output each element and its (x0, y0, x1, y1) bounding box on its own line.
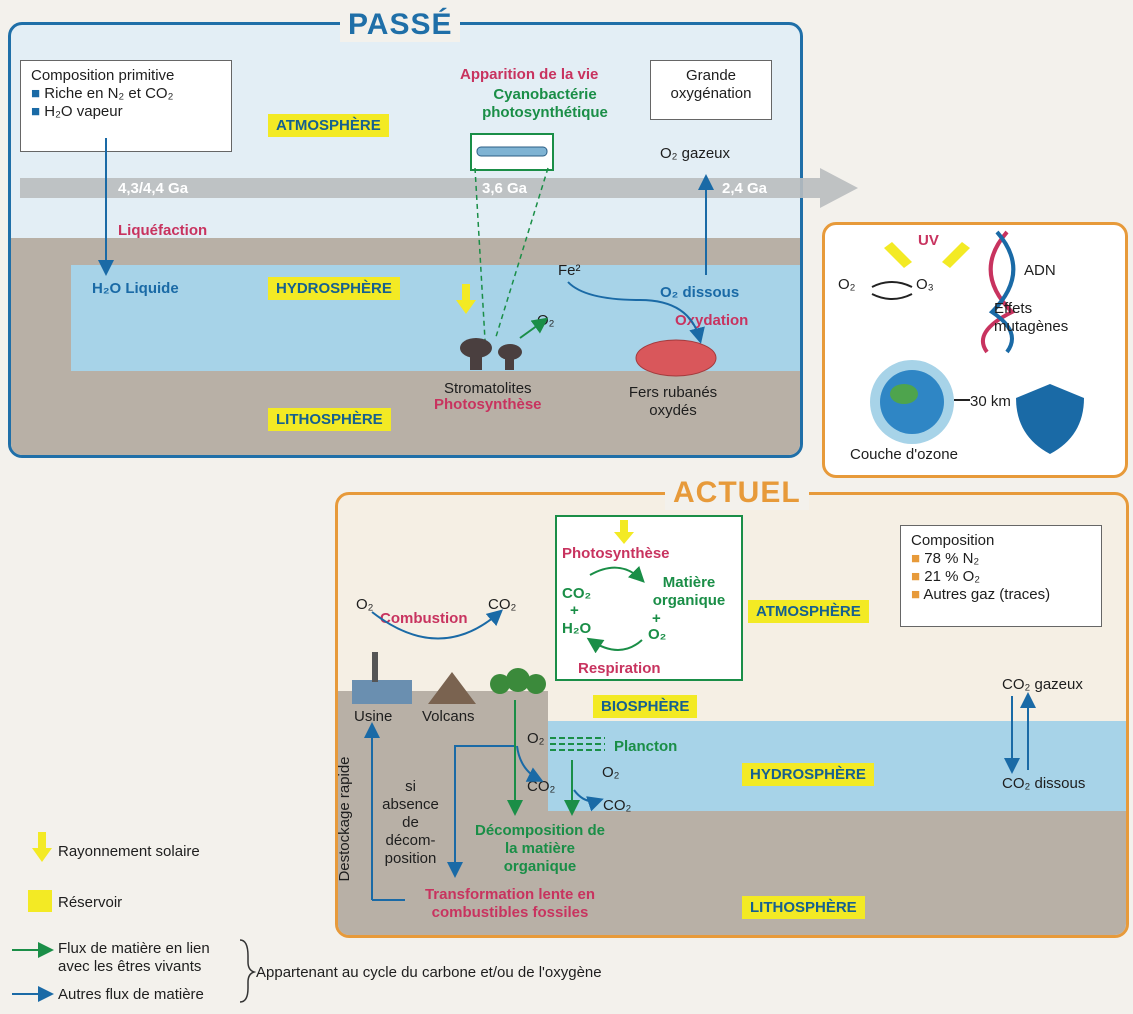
legend-solar-label: Rayonnement solaire (58, 843, 200, 860)
decomp-co2-label: CO₂ (603, 797, 632, 814)
ozone-o3-label: O₃ (916, 276, 934, 293)
uv-arrow-right (942, 242, 970, 268)
o2-gas-label: O₂ gazeux (660, 145, 731, 162)
timeline-arrow (20, 168, 858, 208)
legend-cycle-label: Appartenant au cycle du carbone et/ou de… (256, 964, 602, 981)
date-3: 2,4 Ga (722, 180, 768, 197)
cycle-h2o-label: H₂O (562, 620, 592, 637)
decomp-o2-label: O₂ (602, 764, 620, 781)
factory-label: Usine (354, 708, 393, 725)
past-lithosphere-label: LITHOSPHÈRE (268, 408, 391, 431)
plankton-label: Plancton (614, 738, 678, 755)
present-lithosphere-label: LITHOSPHÈRE (742, 896, 865, 919)
mutagenic-label: Effets mutagènes (994, 300, 1069, 335)
great-oxygenation-label: Grande oxygénation (670, 67, 752, 102)
present-composition-item3: Autres gaz (traces) (923, 586, 1051, 603)
cyanobacteria-icon (476, 146, 548, 157)
ozone-o2-label: O₂ (838, 276, 856, 293)
cycle-plus-2: + (652, 610, 661, 627)
legend-reservoir-icon (28, 890, 52, 912)
co2-dissolved-label: CO₂ dissous (1002, 775, 1086, 792)
cycle-co2-label: CO₂ (562, 585, 592, 602)
bio-cycle-box (555, 515, 743, 681)
h2o-liquid-label: H₂O Liquide (92, 280, 179, 297)
present-title: ACTUEL (665, 476, 809, 510)
past-atmosphere-label: ATMOSPHÈRE (268, 114, 389, 137)
date-2: 3,6 Ga (482, 180, 528, 197)
banded-iron-icon (635, 339, 717, 377)
stromatolite-icon (460, 338, 492, 358)
legend-solar-icon (32, 832, 52, 862)
km-label: 30 km (970, 393, 1011, 410)
past-photosynthesis-label: Photosynthèse (434, 396, 542, 413)
liquefaction-label: Liquéfaction (118, 222, 208, 239)
tree-icon (490, 674, 510, 694)
dna-icon (980, 230, 1016, 354)
cyanobacteria-box (470, 133, 554, 171)
combustion-co2-label: CO₂ (488, 596, 517, 613)
uv-label: UV (918, 232, 939, 249)
present-composition-item2: 21 % O₂ (924, 568, 981, 585)
volcano-icon (428, 672, 476, 704)
past-arrows (98, 138, 717, 377)
fe-label: Fe² (558, 262, 581, 279)
legend-living-label: Flux de matière en lien avec les êtres v… (58, 940, 210, 975)
legend-reservoir-label: Réservoir (58, 894, 123, 911)
past-composition-item2: H₂O vapeur (44, 103, 123, 120)
co2-gas-label: CO₂ gazeux (1002, 676, 1083, 693)
past-hydrosphere-label: HYDROSPHÈRE (268, 277, 400, 300)
banded-iron-label: Fers rubanés oxydés (628, 384, 718, 419)
date-1: 4,3/4,4 Ga (118, 180, 189, 197)
adn-label: ADN (1024, 262, 1056, 279)
ozone-graphics (870, 230, 1084, 454)
respiration-label: Respiration (578, 660, 661, 677)
organic-matter-label: Matière organique (652, 574, 726, 609)
present-composition-box: Composition ■ 78 % N₂ ■ 21 % O₂ ■ Autres… (900, 525, 1102, 627)
past-sun-icon (456, 284, 476, 314)
uv-arrow-left (884, 242, 912, 268)
no-decomp-label: si absence de décom- position (382, 778, 439, 867)
present-biosphere-label: BIOSPHÈRE (593, 695, 698, 718)
legend-other-label: Autres flux de matière (58, 986, 204, 1003)
legend-brace (239, 939, 257, 1003)
factory-icon (352, 680, 412, 704)
combustion-label: Combustion (380, 610, 468, 627)
plankton-o2-label: O₂ (527, 730, 545, 747)
present-atmosphere-label: ATMOSPHÈRE (748, 600, 869, 623)
past-composition-box: Composition primitive ■ Riche en N₂ et C… (20, 60, 232, 152)
past-composition-item1: Riche en N₂ et CO₂ (44, 85, 174, 102)
volcanoes-label: Volcans (422, 708, 475, 725)
plankton-co2-label: CO₂ (527, 778, 556, 795)
o2-dissolved-label: O₂ dissous (660, 284, 740, 301)
combustion-o2-label: O₂ (356, 596, 374, 613)
ozone-layer-label: Couche d'ozone (850, 446, 958, 463)
shield-icon (1016, 384, 1084, 454)
decomposition-label: Décomposition de la matière organique (474, 822, 605, 875)
stromatolites-label: Stromatolites (444, 380, 532, 397)
great-oxygenation-box: Grande oxygénation (650, 60, 772, 120)
cycle-o2-label: O₂ (648, 626, 667, 643)
fossil-label: Transformation lente en combustibles fos… (424, 886, 596, 921)
present-composition-title: Composition (911, 532, 995, 549)
present-photosynthesis-label: Photosynthèse (562, 545, 670, 562)
ozone-panel (822, 222, 1128, 478)
cyanobacteria-label: Cyanobactérie photosynthétique (482, 86, 608, 121)
present-hydrosphere-label: HYDROSPHÈRE (742, 763, 874, 786)
cycle-plus-1: + (570, 602, 579, 619)
life-title: Apparition de la vie (460, 66, 599, 83)
present-composition-item1: 78 % N₂ (924, 550, 980, 567)
past-title: PASSÉ (340, 8, 461, 42)
present-sun-icon (614, 520, 634, 544)
past-composition-title: Composition primitive (31, 67, 175, 84)
